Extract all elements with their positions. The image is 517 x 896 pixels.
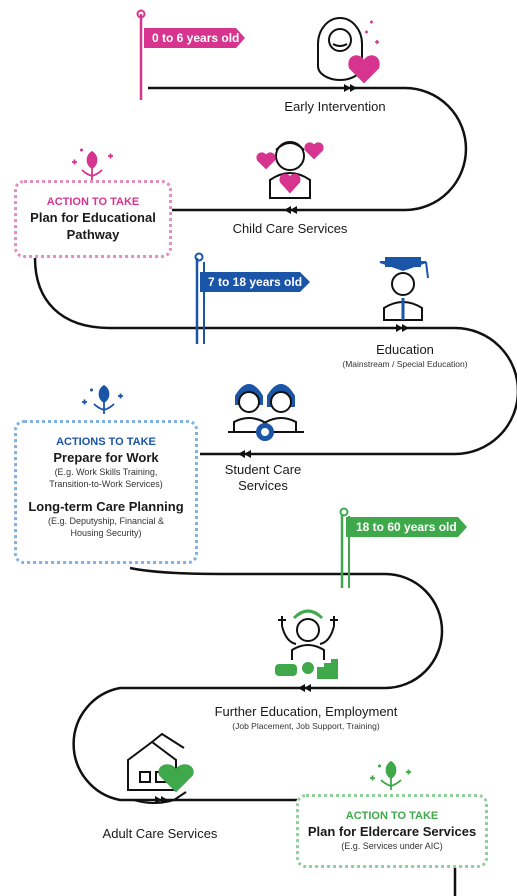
age-flag-18-60: 18 to 60 years old <box>356 520 457 534</box>
action-title: Prepare for Work <box>53 450 159 465</box>
action-title: Pathway <box>66 227 120 242</box>
stage-label: Child Care Services <box>232 221 348 236</box>
flag-pink <box>136 9 245 100</box>
flower-sparkle-icon <box>370 760 411 790</box>
age-flag-0-6: 0 to 6 years old <box>152 31 240 45</box>
house-with-heart-icon <box>127 732 194 804</box>
action-box-prepare-for-work: ACTIONS TO TAKE Prepare for Work (E.g. W… <box>14 420 198 564</box>
action-title: Long-term Care Planning <box>28 499 184 514</box>
flag-green <box>339 507 467 588</box>
stage-label: Adult Care Services <box>102 826 218 841</box>
action-heading: ACTION TO TAKE <box>345 810 439 822</box>
stage-child-care: Child Care Services <box>215 221 365 237</box>
action-heading: ACTION TO TAKE <box>46 196 140 208</box>
students-with-gear-icon <box>228 384 304 441</box>
action-detail: Transition-to-Work Services) <box>49 479 163 489</box>
direction-arrows <box>155 84 409 804</box>
action-box-educational-pathway: ACTION TO TAKE Plan for Educational Path… <box>14 180 172 258</box>
arrow-left-icon <box>298 684 311 692</box>
arrow-right-icon <box>396 324 409 332</box>
stage-sublabel: (Mainstream / Special Education) <box>342 359 468 369</box>
worker-with-chart-icon <box>275 609 338 679</box>
stage-early-intervention: Early Intervention <box>260 99 410 115</box>
age-flag-7-18: 7 to 18 years old <box>208 275 303 289</box>
stage-student-care: Student Care Services <box>200 462 326 494</box>
action-detail: Housing Security) <box>70 528 142 538</box>
action-title: Plan for Eldercare Services <box>307 824 477 839</box>
stage-label: Services <box>238 478 288 493</box>
arrow-left-icon <box>284 206 297 214</box>
action-box-eldercare: ACTION TO TAKE Plan for Eldercare Servic… <box>296 794 488 868</box>
flower-sparkle-icon <box>72 148 113 180</box>
stage-education: Education (Mainstream / Special Educatio… <box>310 342 500 370</box>
stage-further-education: Further Education, Employment (Job Place… <box>190 704 422 732</box>
stage-label: Education <box>376 342 434 357</box>
action-detail: (E.g. Work Skills Training, <box>54 467 158 477</box>
stage-label: Further Education, Employment <box>214 704 398 719</box>
action-detail: (E.g. Deputyship, Financial & <box>47 516 165 526</box>
graduate-icon <box>379 257 429 321</box>
stage-label: Student Care <box>224 462 302 477</box>
stage-sublabel: (Job Placement, Job Support, Training) <box>232 721 380 731</box>
flower-sparkle-icon <box>82 384 123 414</box>
path-line <box>33 86 517 896</box>
stage-adult-care: Adult Care Services <box>90 826 230 842</box>
action-heading: ACTIONS TO TAKE <box>56 436 156 448</box>
child-with-hearts-icon <box>256 141 324 199</box>
baby-with-heart-icon <box>317 17 380 84</box>
flag-blue <box>194 252 310 344</box>
stage-label: Early Intervention <box>284 99 386 114</box>
arrow-right-icon <box>344 84 357 92</box>
action-detail: (E.g. Services under AIC) <box>341 841 443 851</box>
arrow-left-icon <box>238 450 251 458</box>
action-title: Plan for Educational <box>30 210 156 225</box>
